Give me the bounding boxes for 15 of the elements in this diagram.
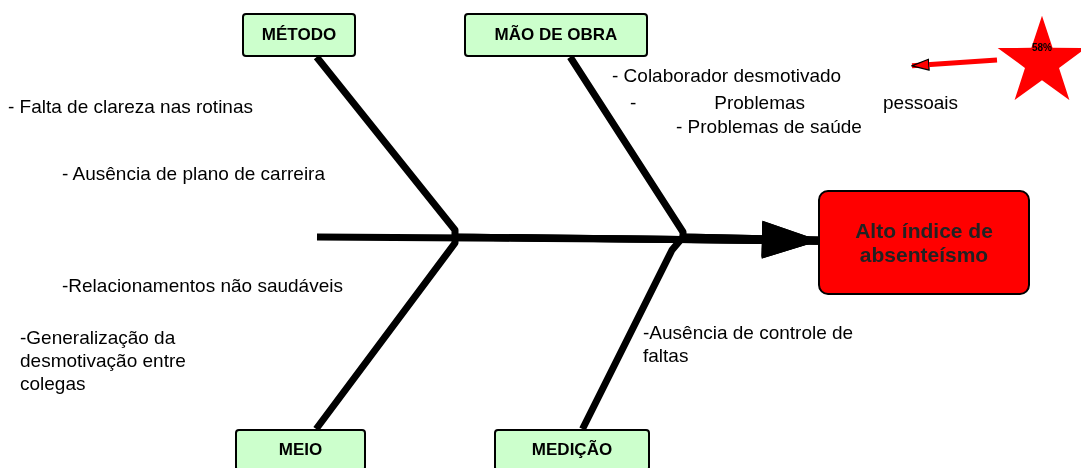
cause-text: - Colaborador desmotivado [612,64,912,88]
star-shape: 58% [997,14,1081,100]
block-arrow [911,57,998,71]
category-box: MEIO [235,429,366,468]
category-box: MEDIÇÃO [494,429,650,468]
category-box: MÉTODO [242,13,356,57]
category-box: MÃO DE OBRA [464,13,648,57]
cause-text: -Generalização da desmotivação entre colegas [20,326,187,395]
cause-text: - Falta de clareza nas rotinas [8,95,254,118]
cause-text: -Relacionamentos não saudáveis [62,274,344,297]
effect-box: Alto índice de absenteísmo [818,190,1030,295]
cause-text: -Ausência de controle de faltas [643,321,855,367]
cause-text: - Ausência de plano de carreira [62,162,326,185]
cause-text: - Problemas de saúde [676,115,863,138]
cause-text: - Problemas pessoais [630,91,958,114]
